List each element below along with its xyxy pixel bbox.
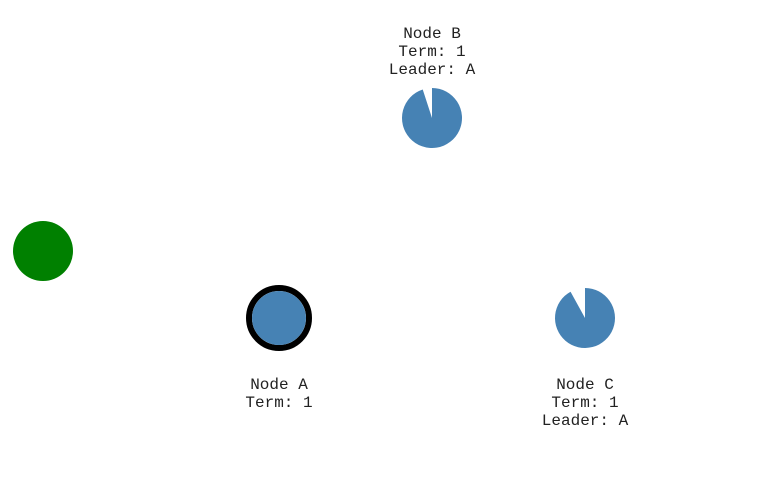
node-a-name: Node A: [250, 376, 308, 394]
node-b-circle[interactable]: [402, 88, 462, 149]
leader-ring: [246, 285, 312, 351]
node-c-leader: Leader: A: [542, 412, 629, 430]
node-b-leader: Leader: A: [389, 61, 476, 79]
node-b-term: Term: 1: [398, 43, 465, 61]
node-c-term: Term: 1: [551, 394, 618, 412]
node-a-circle[interactable]: [251, 291, 306, 345]
node-c[interactable]: Node C Term: 1 Leader: A: [542, 288, 629, 430]
node-b[interactable]: Node B Term: 1 Leader: A: [389, 25, 476, 149]
node-a[interactable]: Node A Term: 1: [245, 285, 313, 412]
node-c-name: Node C: [556, 376, 614, 394]
node-a-term: Term: 1: [245, 394, 312, 412]
client-node[interactable]: [13, 221, 73, 281]
node-b-name: Node B: [403, 25, 461, 43]
node-c-circle[interactable]: [554, 288, 615, 348]
